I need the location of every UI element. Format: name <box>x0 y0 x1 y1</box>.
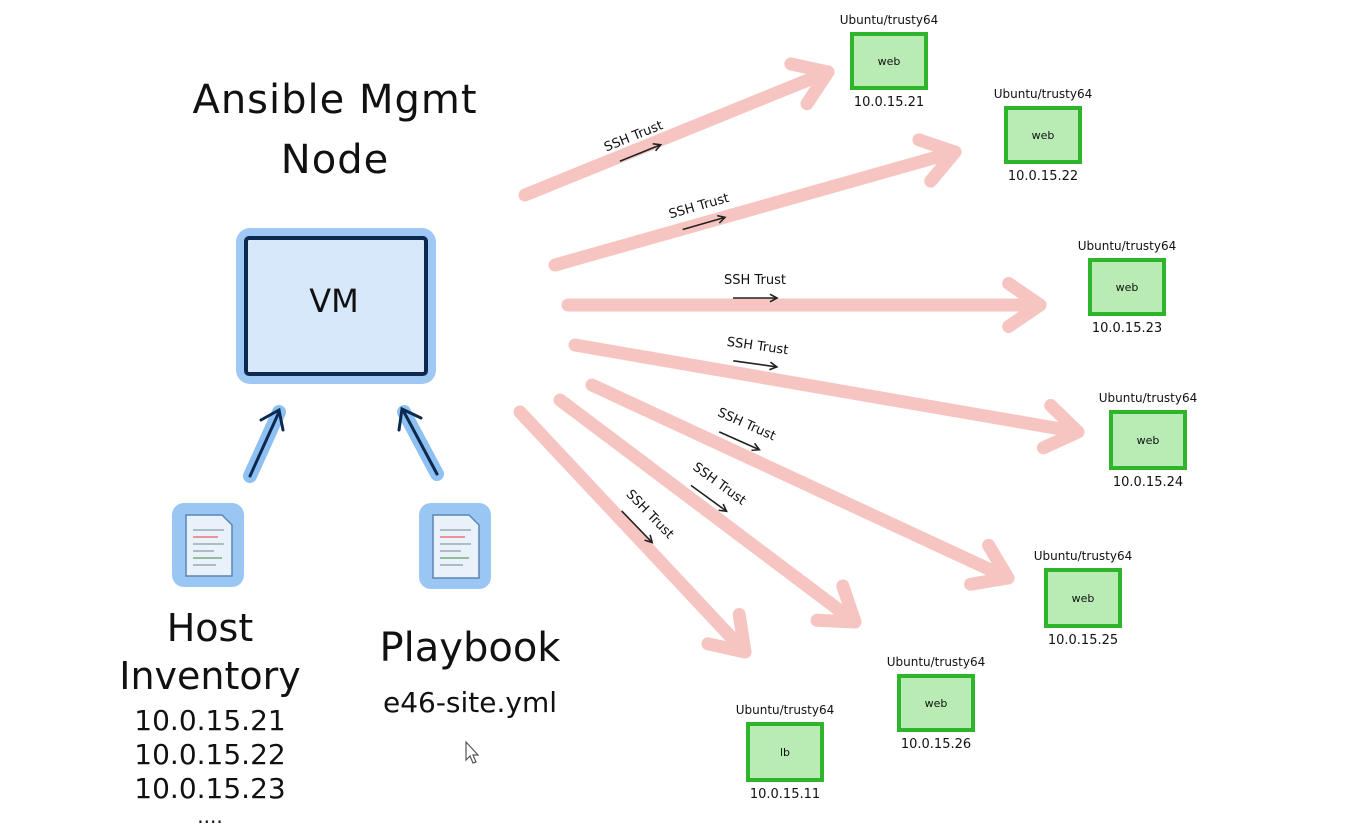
ssh-trust-label: SSH Trust <box>715 405 778 444</box>
trust-direction-arrowhead <box>717 214 727 224</box>
playbook-document-icon <box>419 503 491 589</box>
trust-direction-arrowhead <box>652 143 663 152</box>
trust-direction-arrow <box>718 431 760 451</box>
node-role-label: web <box>878 55 901 68</box>
node-ip-label: 10.0.15.11 <box>750 787 820 802</box>
trust-direction-arrow <box>682 216 726 231</box>
node-role-label: web <box>1072 592 1095 605</box>
node-os-label: Ubuntu/trusty64 <box>1034 549 1133 563</box>
connector-line <box>568 338 1085 439</box>
node-box <box>850 32 928 90</box>
target-node: Ubuntu/trusty64 web 10.0.15.23 <box>1078 239 1177 336</box>
host-inventory-block: Host Inventory 10.0.15.21 10.0.15.22 10.… <box>100 604 320 826</box>
vm-label: VM <box>309 282 359 320</box>
trust-direction-arrowhead <box>751 442 761 452</box>
node-os-label: Ubuntu/trusty64 <box>736 703 835 717</box>
vm-box: VM <box>236 228 436 384</box>
mgmt-node-title-line1: Ansible Mgmt <box>192 77 478 123</box>
target-node: Ubuntu/trusty64 lb 10.0.15.11 <box>736 703 835 802</box>
connector-arrowhead <box>810 579 862 629</box>
connector-arrowhead <box>912 133 962 188</box>
host-inventory-title-line2: Inventory <box>119 654 301 698</box>
playbook-block: Playbook e46-site.yml <box>360 622 580 722</box>
node-ip-label: 10.0.15.26 <box>901 737 971 752</box>
inventory-ip: 10.0.15.22 <box>134 738 286 771</box>
trust-direction-arrow <box>619 143 661 162</box>
connector-arrowhead <box>701 607 752 659</box>
node-box <box>1044 568 1122 628</box>
inventory-document-icon <box>172 503 244 587</box>
node-box <box>1004 106 1082 164</box>
node-ip-label: 10.0.15.25 <box>1048 633 1118 648</box>
node-os-label: Ubuntu/trusty64 <box>887 655 986 669</box>
inventory-ellipsis: .... <box>197 804 223 828</box>
ssh-trust-connector: SSH Trust <box>518 57 835 202</box>
connector-arrowhead <box>1036 399 1085 455</box>
node-role-label: web <box>925 697 948 710</box>
trust-direction-arrow <box>733 360 777 368</box>
connector-arrowhead <box>784 57 835 111</box>
node-ip-label: 10.0.15.22 <box>1008 169 1078 184</box>
mgmt-node-title: Ansible Mgmt Node <box>180 70 490 190</box>
node-box <box>1088 258 1166 316</box>
ssh-trust-connector: SSH Trust <box>561 273 1047 333</box>
node-box <box>1109 410 1187 470</box>
connector-line <box>585 378 1015 585</box>
ssh-trust-label: SSH Trust <box>726 335 789 358</box>
ssh-trust-label: SSH Trust <box>724 273 786 288</box>
node-box <box>897 674 975 732</box>
target-node: Ubuntu/trusty64 web 10.0.15.26 <box>887 655 986 752</box>
inventory-ip: 10.0.15.23 <box>134 772 286 805</box>
target-node: Ubuntu/trusty64 web 10.0.15.24 <box>1099 391 1198 490</box>
node-role-label: web <box>1032 129 1055 142</box>
target-node: Ubuntu/trusty64 web 10.0.15.22 <box>994 87 1093 184</box>
host-inventory-ip-list: 10.0.15.21 10.0.15.22 10.0.15.23 .... <box>100 704 320 826</box>
node-os-label: Ubuntu/trusty64 <box>840 13 939 27</box>
playbook-to-vm-arrow <box>397 405 444 481</box>
connector-line <box>518 65 835 202</box>
target-node: Ubuntu/trusty64 web 10.0.15.21 <box>840 13 939 110</box>
node-role-label: lb <box>780 746 790 759</box>
node-ip-label: 10.0.15.24 <box>1113 475 1183 490</box>
connector-arrowhead <box>964 538 1015 591</box>
connector-line <box>553 393 862 629</box>
target-nodes: Ubuntu/trusty64web10.0.15.21Ubuntu/trust… <box>736 13 1198 802</box>
trust-direction-arrowhead <box>644 534 654 544</box>
trust-direction-arrow <box>690 484 728 512</box>
inventory-to-vm-arrow <box>243 405 286 483</box>
mouse-cursor-icon <box>465 740 480 764</box>
node-role-label: web <box>1116 281 1139 294</box>
node-os-label: Ubuntu/trusty64 <box>994 87 1093 101</box>
playbook-title: Playbook <box>379 625 561 671</box>
mgmt-node-title-line2: Node <box>280 137 390 183</box>
node-role-label: web <box>1137 434 1160 447</box>
host-inventory-title-line1: Host <box>166 606 254 650</box>
trust-direction-arrowhead <box>718 503 728 513</box>
ssh-trust-connector: SSH Trust <box>568 335 1085 455</box>
node-os-label: Ubuntu/trusty64 <box>1078 239 1177 253</box>
node-os-label: Ubuntu/trusty64 <box>1099 391 1198 405</box>
inventory-ip: 10.0.15.21 <box>134 704 286 737</box>
target-node: Ubuntu/trusty64 web 10.0.15.25 <box>1034 549 1133 648</box>
node-box <box>746 722 824 782</box>
node-ip-label: 10.0.15.21 <box>854 95 924 110</box>
trust-direction-arrowhead <box>769 293 779 303</box>
trust-direction-arrowhead <box>769 361 779 371</box>
node-ip-label: 10.0.15.23 <box>1092 321 1162 336</box>
playbook-file: e46-site.yml <box>382 686 558 719</box>
connector-line <box>548 145 962 272</box>
connector-arrowhead <box>1002 277 1047 333</box>
trust-direction-arrow <box>621 510 653 544</box>
connector-line <box>513 405 752 659</box>
